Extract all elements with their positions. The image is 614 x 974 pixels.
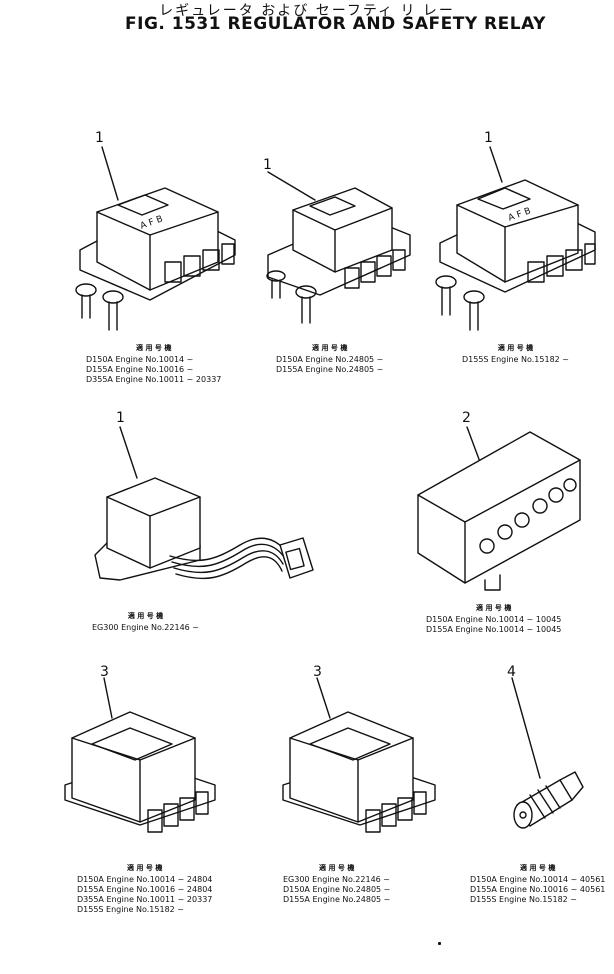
scan-speck xyxy=(438,942,441,945)
caption-part-1a: 適 用 号 機 D150A Engine No.10014 ~ D155A En… xyxy=(86,344,222,384)
fitting-drawing-4 xyxy=(511,677,584,829)
wire-harness xyxy=(169,537,286,580)
regulator-drawing-3a xyxy=(64,677,216,833)
regulator-drawing-3b xyxy=(282,677,436,833)
connector-block xyxy=(164,243,235,283)
caption-part-1c: 適 用 号 機 D155S Engine No.15182 ~ xyxy=(462,344,569,364)
callout-4: 4 xyxy=(507,664,516,680)
figure-title: FIG. 1531 REGULATOR AND SAFETY RELAY xyxy=(125,14,546,34)
caption-part-4: 適 用 号 機 D150A Engine No.10014 ~ 40561 D1… xyxy=(470,864,606,904)
connector-block xyxy=(365,791,427,833)
caption-part-1d: 適 用 号 機 EG300 Engine No.22146 ~ xyxy=(92,612,200,632)
terminal-posts xyxy=(75,283,124,331)
caption-part-3a: 適 用 号 機 D150A Engine No.10014 ~ 24804 D1… xyxy=(77,864,213,914)
title-japanese: レギュレータ および セーフティ リ レー xyxy=(159,3,455,19)
callout-3a: 3 xyxy=(100,664,109,680)
callout-1a: 1 xyxy=(95,130,104,146)
terminal-posts xyxy=(266,270,317,324)
terminal-posts xyxy=(435,275,485,331)
callout-3b: 3 xyxy=(313,664,322,680)
regulator-drawing-1a xyxy=(75,146,236,331)
callout-2: 2 xyxy=(462,410,471,426)
caption-part-1b: 適 用 号 機 D150A Engine No.24805 ~ D155A En… xyxy=(276,344,384,374)
callout-1c: 1 xyxy=(484,130,493,146)
relay-drawing-2 xyxy=(417,426,581,591)
caption-part-3b: 適 用 号 機 EG300 Engine No.22146 ~ D150A En… xyxy=(283,864,391,904)
caption-part-2: 適 用 号 機 D150A Engine No.10014 ~ 10045 D1… xyxy=(426,604,562,634)
relay-terminals xyxy=(479,478,577,554)
harness-plug xyxy=(279,537,314,579)
connector-block xyxy=(147,791,209,833)
regulator-drawing-1d xyxy=(94,426,314,581)
regulator-drawing-1c xyxy=(435,146,596,331)
callout-1d: 1 xyxy=(116,410,125,426)
callout-1b: 1 xyxy=(263,157,272,173)
connector-block xyxy=(344,249,406,289)
regulator-drawing-1b xyxy=(266,171,411,324)
connector-block xyxy=(527,243,596,283)
